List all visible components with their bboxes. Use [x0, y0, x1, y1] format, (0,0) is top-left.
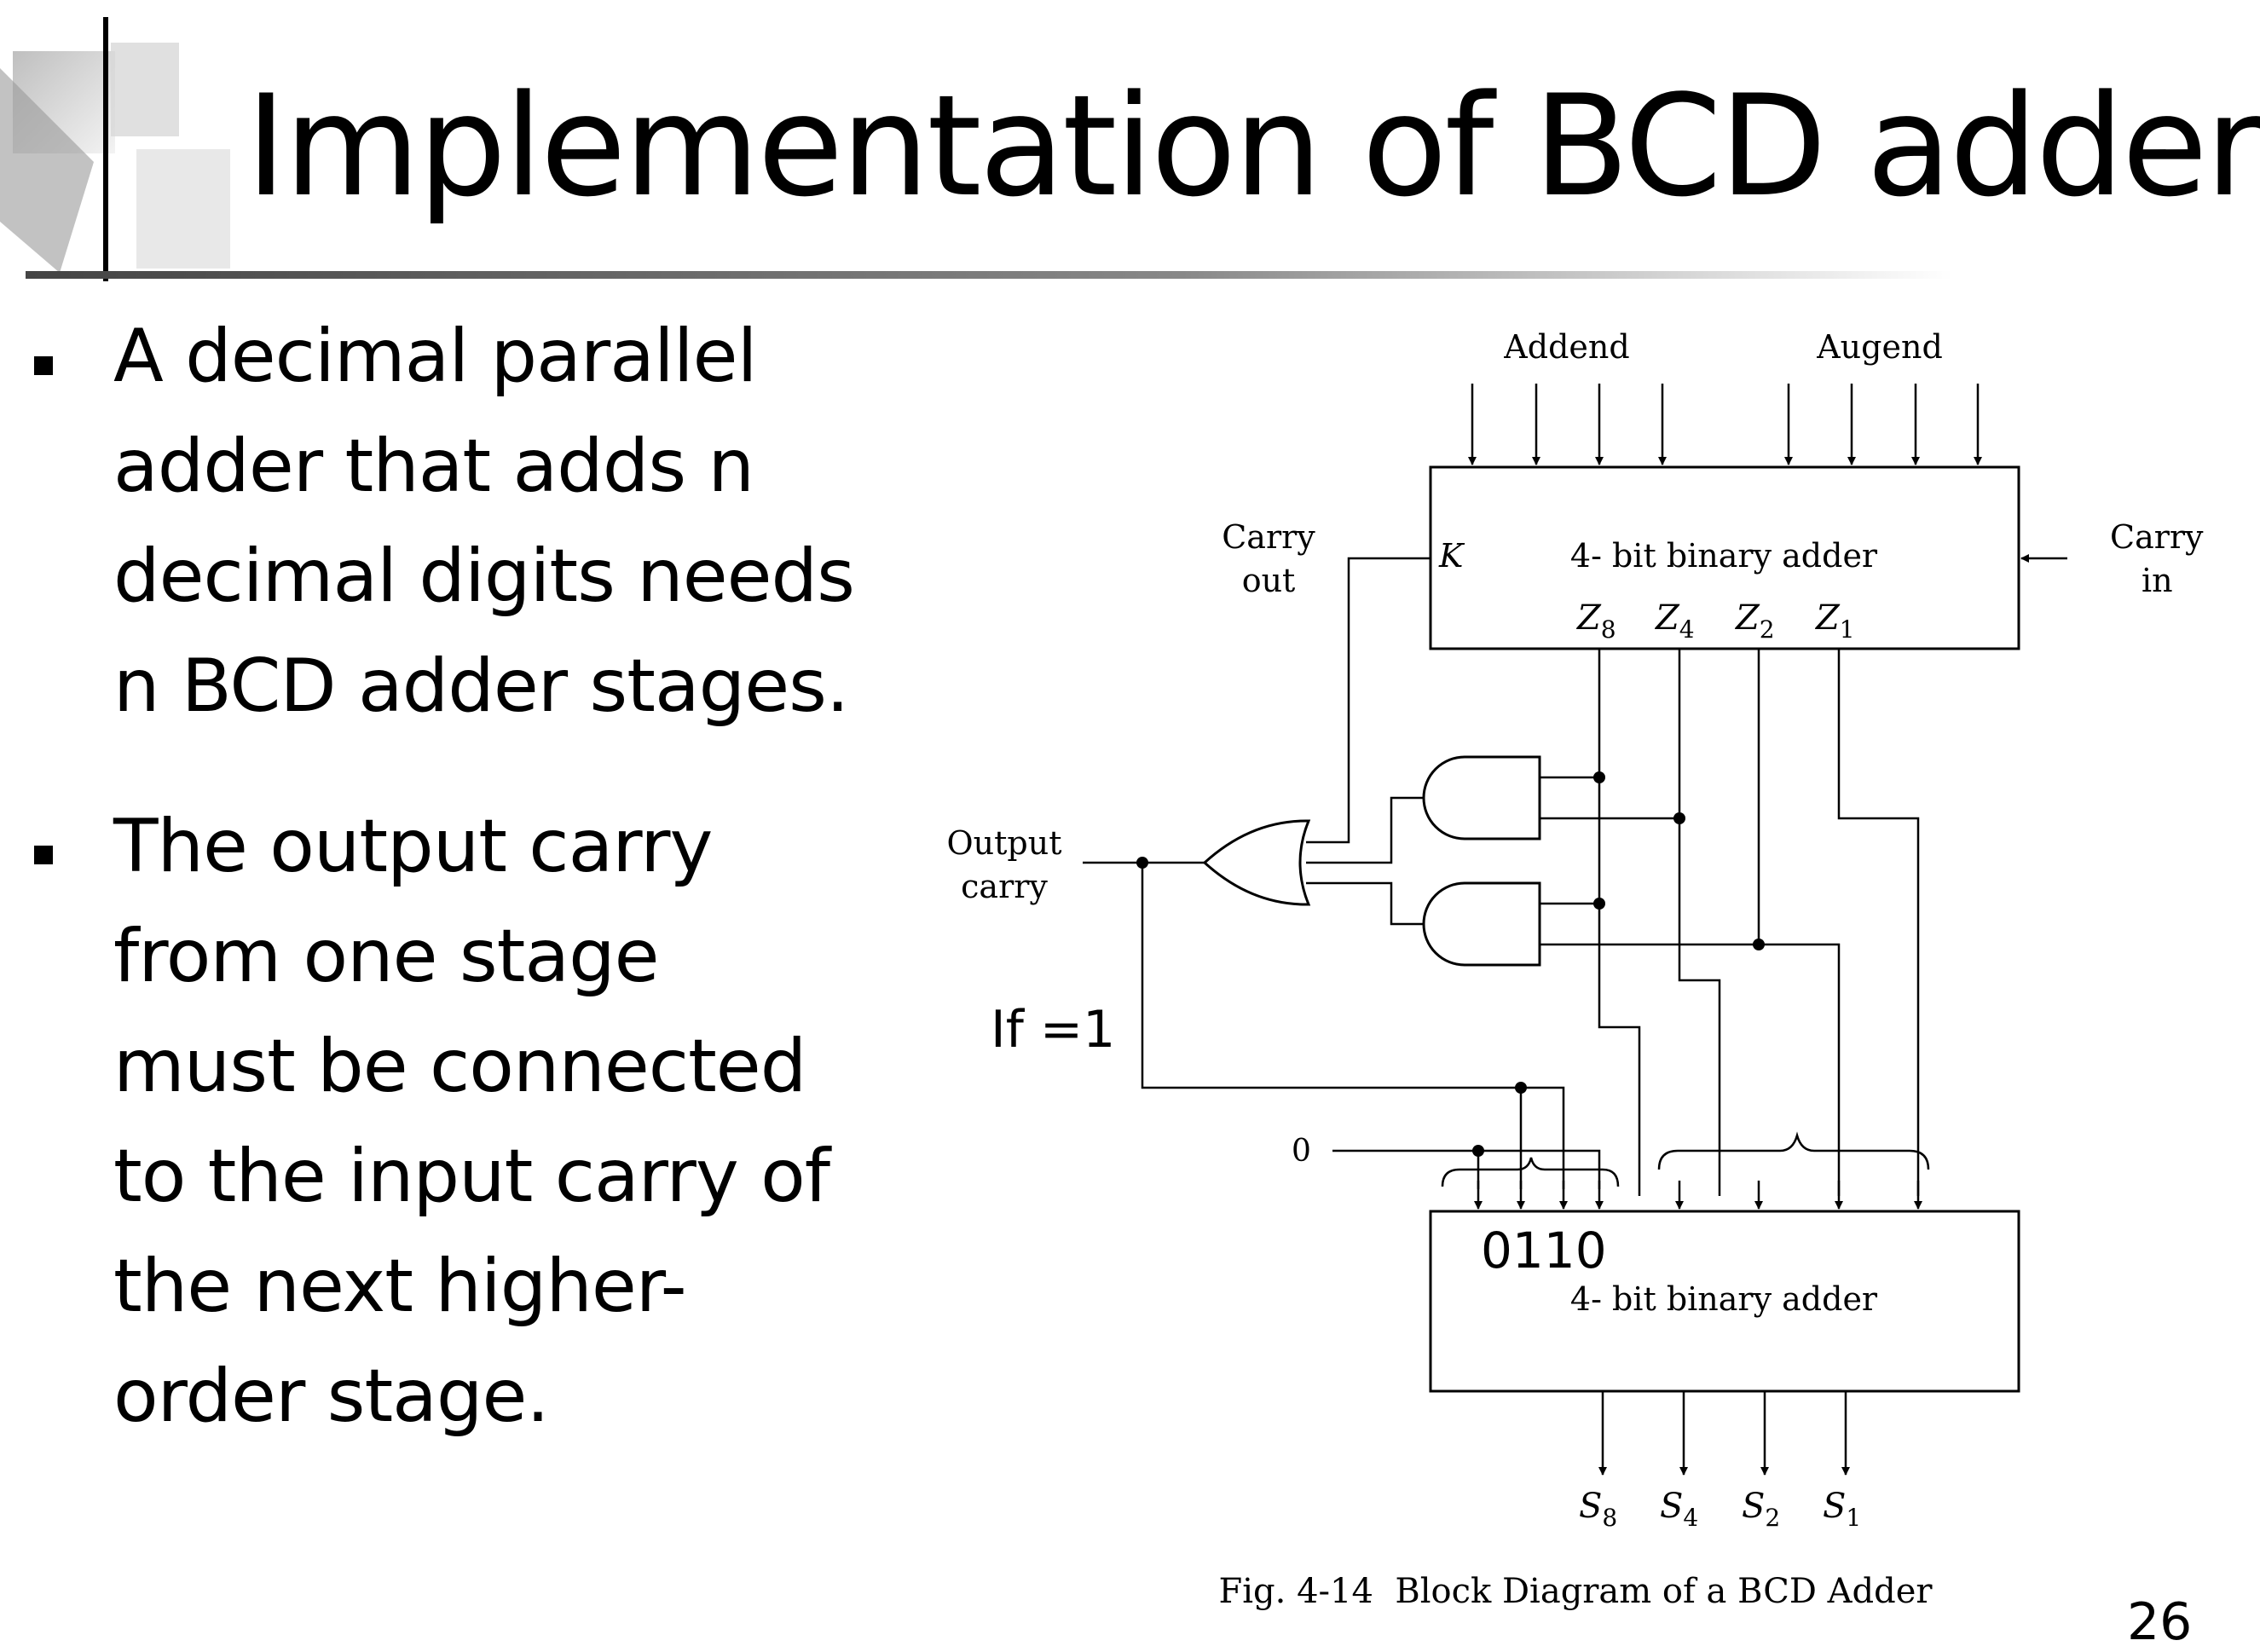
top-adder-label: 4- bit binary adder: [1570, 537, 1878, 575]
wire-and1-to-or: [1306, 796, 1432, 864]
brace-left: [1441, 1157, 1620, 1187]
or-gate: [1202, 819, 1311, 906]
junction-dot: [1472, 1145, 1484, 1157]
z1-label: Z1: [1814, 598, 1855, 644]
bottom-adder-input-arrows: [1474, 1181, 1922, 1210]
s2-label: S2: [1742, 1487, 1780, 1532]
slide-number: 26: [2127, 1592, 2193, 1652]
wires: [1083, 557, 1920, 1196]
wire-z1: [1837, 649, 1920, 1196]
z2-label: Z2: [1734, 598, 1775, 644]
bottom-4bit-adder-box: [1429, 1210, 2020, 1393]
title-deco-square-2: [111, 43, 179, 136]
wire-zero: [1332, 1149, 1601, 1189]
junction-dot: [1515, 1082, 1527, 1094]
carry-out-label-line2: out: [1242, 562, 1296, 599]
bullet-marker: [34, 846, 53, 864]
s4-label: S4: [1660, 1487, 1698, 1532]
title-decoration: [0, 17, 1952, 281]
title-deco-square-3: [136, 149, 230, 269]
bottom-adder-value: 0110: [1481, 1222, 1607, 1279]
bullet-line: to the input carry of: [113, 1134, 830, 1219]
wire-z8: [1598, 649, 1641, 1196]
output-carry-label-line1: Output: [947, 824, 1062, 862]
junction-dot: [1136, 857, 1148, 869]
and-gate-2: [1422, 881, 1541, 967]
z8-label: Z8: [1575, 598, 1616, 644]
output-carry-label-line2: carry: [961, 868, 1048, 905]
bullet-line: n BCD adder stages.: [113, 644, 849, 729]
bullet-line: The output carry: [113, 804, 713, 889]
augend-label: Augend: [1816, 328, 1943, 366]
junction-dot: [1593, 898, 1605, 910]
addend-label: Addend: [1503, 328, 1629, 366]
if-equals-one-annotation: If =1: [991, 1000, 1115, 1060]
carry-in-label-line2: in: [2142, 562, 2173, 599]
title-deco-diagonal: [0, 68, 94, 273]
bullet-marker: [34, 356, 53, 375]
zero-input-label: 0: [1292, 1134, 1311, 1169]
junction-dot: [1593, 771, 1605, 783]
slide-title: Implementation of BCD adder: [246, 65, 2260, 228]
figure-caption: Fig. 4-14 Block Diagram of a BCD Adder: [1218, 1572, 1933, 1611]
bullet-line: A decimal parallel: [113, 314, 758, 399]
bullet-line: the next higher-: [113, 1244, 687, 1329]
s8-label: S8: [1579, 1487, 1617, 1532]
augend-input-arrows: [1784, 384, 1982, 465]
wire-carry-feedback: [1141, 863, 1521, 1089]
addend-input-arrows: [1468, 384, 1667, 465]
brace-right: [1657, 1131, 1930, 1170]
bullet-line: order stage.: [113, 1354, 550, 1439]
carry-out-label-line1: Carry: [1222, 518, 1315, 556]
k-label: K: [1438, 537, 1465, 575]
bcd-adder-diagram: Addend Augend K 4- bit binary adder Z8 Z…: [947, 328, 2205, 1611]
z4-label: Z4: [1654, 598, 1695, 644]
wire-and2-to-or: [1306, 881, 1432, 926]
bullet-line: from one stage: [113, 914, 660, 999]
junction-dot: [1753, 939, 1765, 950]
s1-label: S1: [1823, 1487, 1861, 1532]
title-underline-rule: [26, 271, 1952, 279]
wire-z4: [1678, 649, 1721, 1196]
and-gate-1: [1422, 755, 1541, 840]
wire-z2: [1757, 649, 1841, 1196]
junction-dots: [1136, 771, 1765, 1157]
junction-dot: [1673, 812, 1685, 824]
bottom-adder-label: 4- bit binary adder: [1570, 1280, 1878, 1318]
wire-k-to-or: [1306, 557, 1431, 844]
bullet-text-1: A decimal parallel adder that adds n dec…: [113, 302, 864, 742]
bullet-line: must be connected: [113, 1024, 806, 1109]
wire-carry-to-b2: [1521, 1086, 1565, 1189]
bullet-line: adder that adds n: [113, 424, 754, 509]
bullet-line: decimal digits needs: [113, 534, 855, 619]
sum-output-arrows: [1598, 1391, 1850, 1476]
bullet-text-2: The output carry from one stage must be …: [113, 792, 864, 1452]
carry-in-label-line1: Carry: [2110, 518, 2204, 556]
